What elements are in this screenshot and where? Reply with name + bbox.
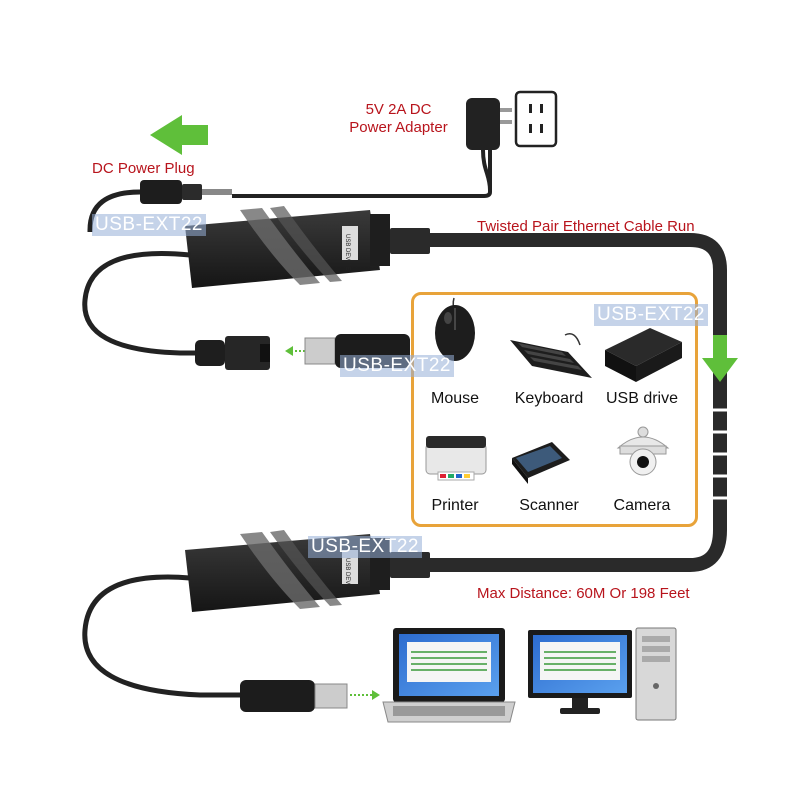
pc-tower-icon	[636, 628, 676, 720]
wall-outlet-icon	[516, 92, 556, 146]
power-cord	[232, 150, 490, 196]
camera-icon	[618, 427, 668, 475]
power-adapter-label: 5V 2A DC Power Adapter	[342, 101, 455, 137]
extender-transmitter: USB DEVICE	[185, 206, 430, 288]
watermark: USB-EXT22	[340, 355, 454, 377]
usb-female-connector	[195, 336, 270, 370]
mouse-icon	[435, 298, 475, 361]
device-label-usb-drive: USB drive	[587, 390, 697, 408]
power-adapter-label-line1: 5V 2A DC	[342, 101, 455, 119]
watermark: USB-EXT22	[594, 304, 708, 326]
usb-male-plug-lower	[240, 680, 347, 712]
dc-power-plug-label: DC Power Plug	[92, 160, 195, 178]
max-distance-label: Max Distance: 60M Or 198 Feet	[477, 585, 690, 603]
scanner-icon	[512, 442, 570, 484]
keyboard-icon	[510, 334, 592, 378]
svg-text:USB DEVICE: USB DEVICE	[344, 558, 350, 594]
printer-icon	[426, 436, 486, 480]
arrow-down-icon	[702, 335, 738, 382]
laptop-icon	[383, 628, 515, 722]
usb-drive-icon	[605, 328, 682, 382]
arrow-small-left-icon	[285, 346, 305, 356]
device-label-camera: Camera	[587, 497, 697, 515]
usb-cable-upper	[85, 253, 195, 353]
arrow-small-right-icon	[350, 690, 380, 700]
desktop-monitor-icon	[528, 630, 632, 714]
watermark: USB-EXT22	[308, 536, 422, 558]
watermark: USB-EXT22	[92, 214, 206, 236]
cable-run-label: Twisted Pair Ethernet Cable Run	[477, 218, 695, 236]
arrow-left-icon	[150, 115, 208, 155]
power-adapter-label-line2: Power Adapter	[342, 119, 455, 137]
svg-text:USB DEVICE: USB DEVICE	[344, 234, 350, 270]
